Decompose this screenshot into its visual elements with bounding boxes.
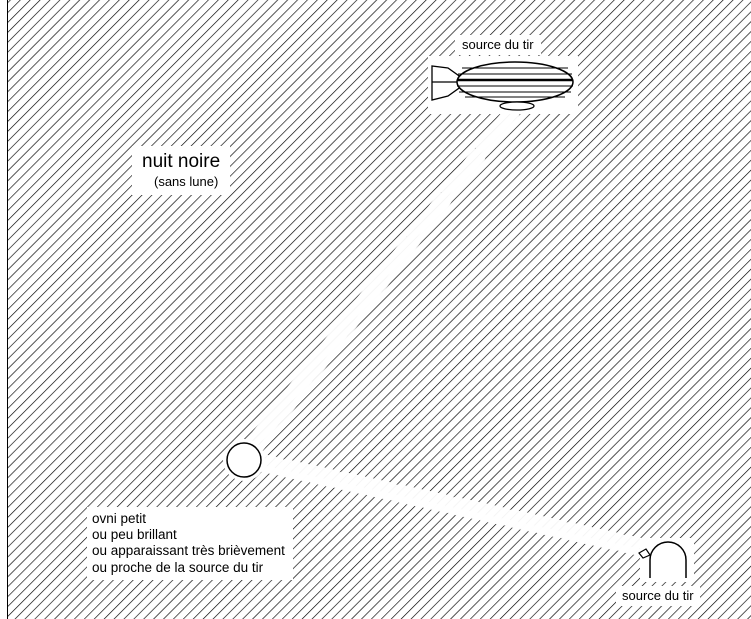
ufo-condition-line: ou peu brillant (92, 527, 177, 543)
ufo-circle-icon (223, 439, 265, 481)
ufo-conditions-label: ovni petit ou peu brillant ou apparaissa… (87, 507, 293, 580)
ufo-condition-line: ovni petit (92, 511, 147, 526)
airship-source-label: source du tir (455, 35, 541, 56)
night-condition-label: nuit noire (sans lune) (132, 146, 231, 195)
ufo-condition-line: ou proche de la source du tir (92, 559, 264, 575)
airship-icon (428, 56, 578, 114)
ground-dome-icon (638, 538, 694, 582)
beam-from-ground (249, 453, 654, 557)
night-subtitle: (sans lune) (154, 173, 219, 189)
ufo-condition-line: ou apparaissant très brièvement (92, 543, 285, 559)
ground-source-label: source du tir (616, 586, 700, 607)
night-title: nuit noire (142, 151, 221, 172)
beam-from-airship (242, 104, 520, 456)
